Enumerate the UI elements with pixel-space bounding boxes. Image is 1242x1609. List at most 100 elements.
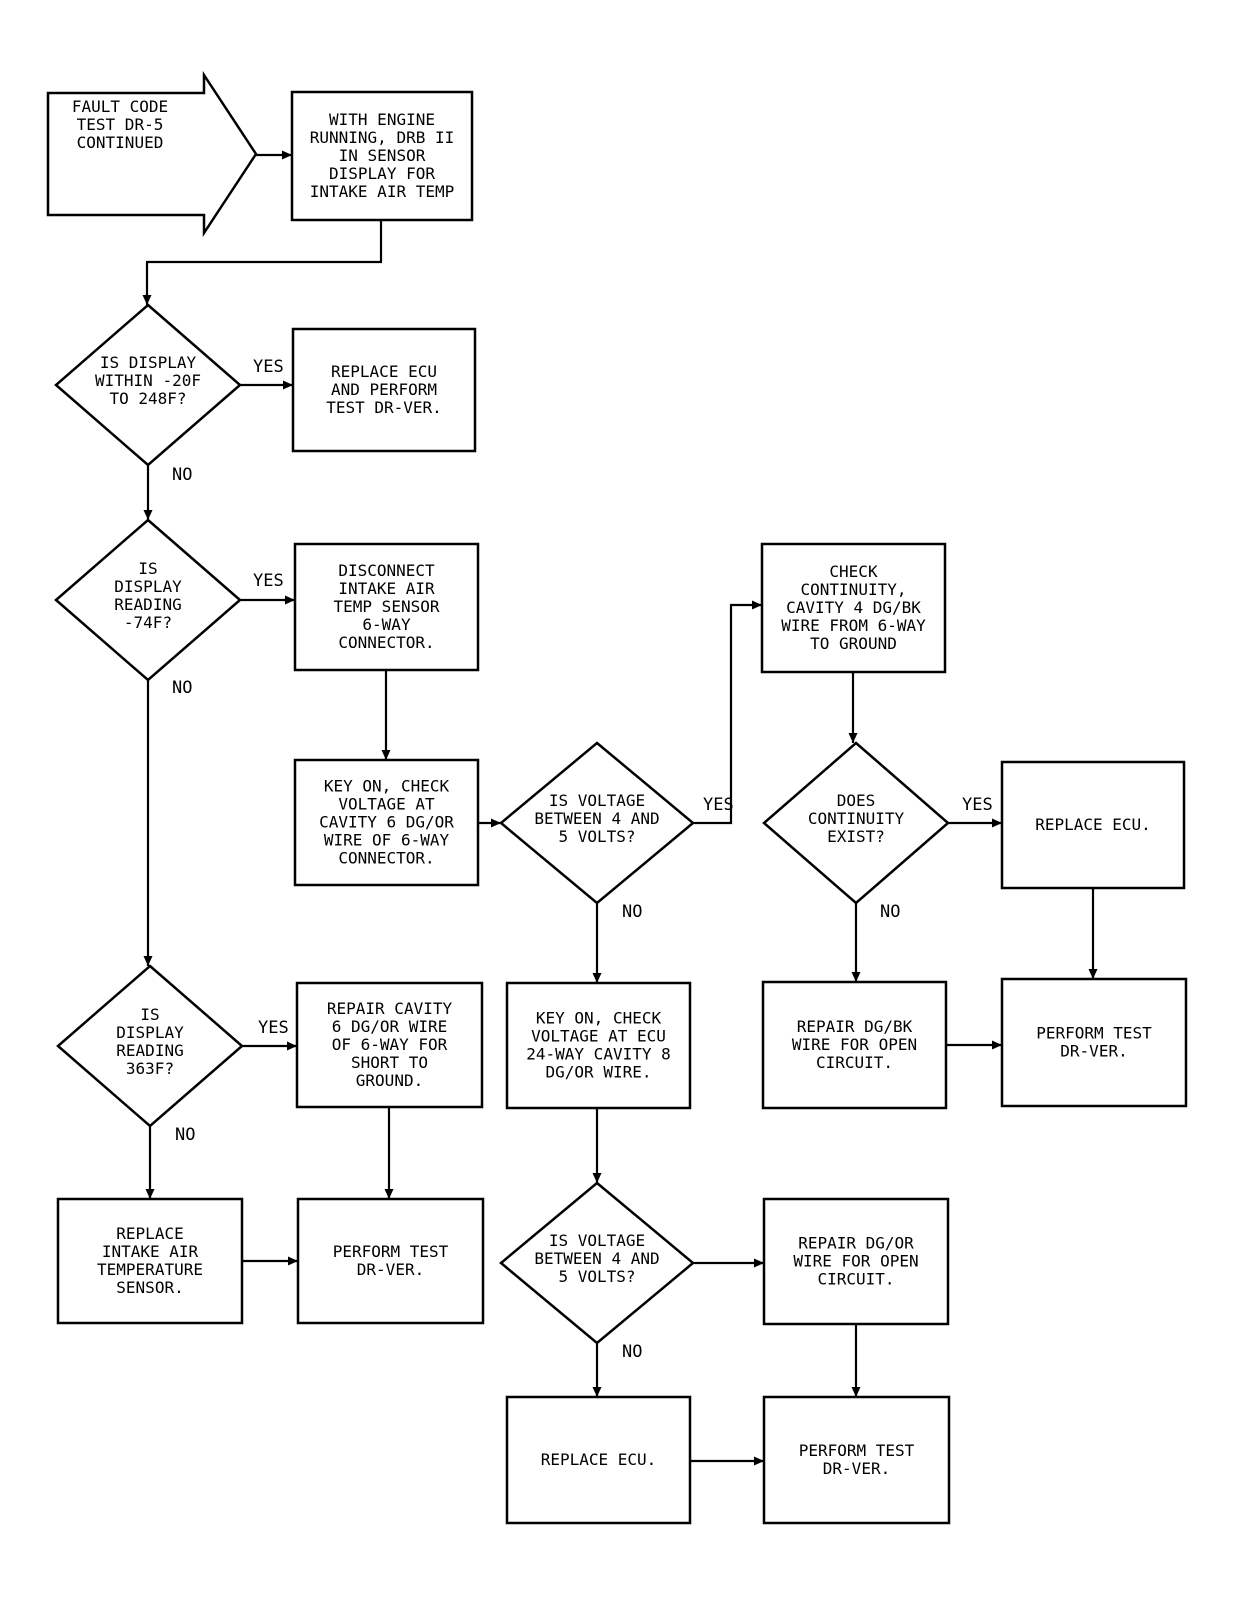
edge-q-reading-74-to-disconnect-sensor-label: YES	[253, 571, 284, 591]
perform-test-3-text-line: PERFORM TEST	[799, 1441, 915, 1460]
disconnect-sensor-text-line: DISCONNECT	[338, 561, 435, 580]
repair-cavity6-text-line: REPAIR CAVITY	[327, 999, 453, 1018]
disconnect-sensor-text-line: TEMP SENSOR	[334, 597, 440, 616]
q-reading-74-text-line: -74F?	[124, 613, 172, 632]
check-continuity-box	[760, 542, 947, 674]
repair-cavity6-text-line: GROUND.	[356, 1071, 423, 1090]
edge-q-voltage-1-to-check-continuity-label: YES	[703, 795, 734, 815]
perform-test-1-text-line: DR-VER.	[1060, 1042, 1127, 1061]
q-reading-74-text-line: DISPLAY	[114, 577, 182, 596]
key-on-cavity6-text-line: VOLTAGE AT	[338, 795, 435, 814]
edge-q-continuity-to-repair-dgbk-arrowhead	[851, 972, 861, 982]
perform-test-2-text-line: PERFORM TEST	[333, 1242, 449, 1261]
q-voltage-2-text-line: IS VOLTAGE	[549, 1231, 645, 1250]
repair-dgor-box	[762, 1197, 950, 1326]
disconnect-sensor-text-line: INTAKE AIR	[338, 579, 435, 598]
node-replace-ecu-3: REPLACE ECU.	[505, 1395, 692, 1525]
perform-test-2-text-line: DR-VER.	[357, 1260, 424, 1279]
edge-q-reading-363-to-repair-cavity6-label: YES	[258, 1018, 289, 1038]
edge-q-reading-74-to-q-reading-363-arrowhead	[143, 956, 153, 966]
edge-q-voltage-1-to-check-continuity	[693, 603, 762, 825]
key-on-cavity6-text-line: CAVITY 6 DG/OR	[319, 813, 454, 832]
repair-cavity6-text-line: SHORT TO	[351, 1053, 428, 1072]
disconnect-sensor-box	[293, 542, 480, 672]
engine-running-text-line: INTAKE AIR TEMP	[310, 182, 455, 201]
repair-dgor-text-line: WIRE FOR OPEN	[793, 1252, 918, 1271]
key-on-ecu24-text-line: VOLTAGE AT ECU	[531, 1027, 666, 1046]
q-reading-363-text-line: IS	[140, 1005, 159, 1024]
perform-test-1-box	[1000, 977, 1188, 1108]
edge-q-within-range-to-replace-ecu-1-label: YES	[253, 357, 284, 377]
replace-sensor-text-line: SENSOR.	[116, 1278, 183, 1297]
key-on-cavity6-box	[293, 758, 480, 887]
edge-q-within-range-to-replace-ecu-1-arrowhead	[283, 380, 293, 390]
edge-repair-cavity6-to-perform-test-2-arrowhead	[384, 1189, 394, 1199]
repair-dgbk-text-line: WIRE FOR OPEN	[792, 1035, 917, 1054]
edge-q-reading-363-to-repair-cavity6-arrowhead	[287, 1041, 297, 1051]
edge-q-voltage-1-to-key-on-ecu24-label: NO	[622, 902, 642, 922]
replace-ecu-2-text-line: REPLACE ECU.	[1035, 815, 1151, 834]
q-continuity-text-line: EXIST?	[827, 827, 885, 846]
q-reading-74-diamond	[54, 518, 242, 682]
check-continuity-text-line: CAVITY 4 DG/BK	[786, 598, 921, 617]
engine-running-text-line: IN SENSOR	[339, 146, 426, 165]
edge-key-on-cavity6-to-q-voltage-1-arrowhead	[491, 818, 501, 828]
q-voltage-1-text-line: 5 VOLTS?	[558, 827, 635, 846]
q-reading-363-text-line: DISPLAY	[116, 1023, 184, 1042]
q-voltage-1-text-line: IS VOLTAGE	[549, 791, 645, 810]
engine-running-box	[290, 90, 474, 222]
q-voltage-1-text-line: BETWEEN 4 AND	[534, 809, 659, 828]
engine-running-text-line: RUNNING, DRB II	[310, 128, 455, 147]
key-on-ecu24-text-line: DG/OR WIRE.	[546, 1063, 652, 1082]
q-continuity-text-line: DOES	[837, 791, 876, 810]
edge-replace-sensor-to-perform-test-2-arrowhead	[288, 1256, 298, 1266]
q-voltage-2-text-line: BETWEEN 4 AND	[534, 1249, 659, 1268]
repair-cavity6-box	[295, 981, 484, 1109]
edge-q-within-range-to-q-reading-74-arrowhead	[143, 510, 153, 520]
edge-q-reading-74-to-disconnect-sensor-arrowhead	[285, 595, 295, 605]
perform-test-2-box	[296, 1197, 485, 1325]
replace-ecu-3-text-line: REPLACE ECU.	[541, 1450, 657, 1469]
q-reading-363-text-line: READING	[116, 1041, 183, 1060]
engine-running-text-line: DISPLAY FOR	[329, 164, 435, 183]
q-within-range-diamond	[54, 303, 242, 467]
q-voltage-1-diamond	[499, 741, 695, 905]
q-within-range-text-line: IS DISPLAY	[100, 353, 197, 372]
replace-ecu-1-box	[291, 327, 477, 453]
key-on-cavity6-text-line: WIRE OF 6-WAY	[324, 831, 450, 850]
edge-q-continuity-to-replace-ecu-2-arrowhead	[992, 818, 1002, 828]
edge-repair-dgbk-to-perform-test-1-arrowhead	[992, 1040, 1002, 1050]
q-within-range-text-line: WITHIN -20F	[95, 371, 201, 390]
q-reading-363-diamond	[56, 964, 244, 1128]
edge-replace-ecu-2-to-perform-test-1-arrowhead	[1088, 969, 1098, 979]
replace-sensor-text-line: REPLACE	[116, 1224, 183, 1243]
edge-engine-running-to-q-within-range	[145, 220, 383, 305]
key-on-cavity6-text-line: KEY ON, CHECK	[324, 777, 450, 796]
perform-test-1-text-line: PERFORM TEST	[1036, 1024, 1152, 1043]
check-continuity-text-line: CONTINUITY,	[801, 580, 907, 599]
edge-q-voltage-2-to-replace-ecu-3-arrowhead	[592, 1387, 602, 1397]
engine-running-text-line: WITH ENGINE	[329, 110, 435, 129]
repair-cavity6-text-line: 6 DG/OR WIRE	[332, 1017, 448, 1036]
edge-repair-dgor-to-perform-test-3-arrowhead	[851, 1387, 861, 1397]
replace-ecu-1-text-line: AND PERFORM	[331, 380, 437, 399]
q-reading-74-text-line: READING	[114, 595, 181, 614]
replace-sensor-text-line: INTAKE AIR	[102, 1242, 199, 1261]
edge-q-reading-74-to-q-reading-363-label: NO	[172, 678, 192, 698]
edge-check-continuity-to-q-continuity-arrowhead	[848, 733, 858, 743]
start-text-line: TEST DR-5	[77, 115, 164, 134]
edge-q-within-range-to-q-reading-74-label: NO	[172, 465, 192, 485]
